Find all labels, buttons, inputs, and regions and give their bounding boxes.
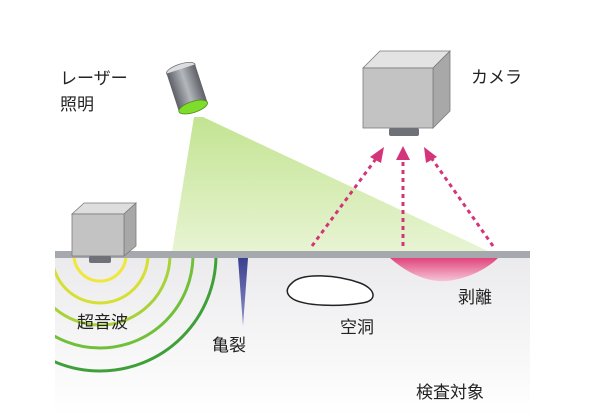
crack-label: 亀裂	[212, 336, 246, 356]
arrow-left-head	[370, 147, 384, 163]
arrow-heads	[370, 146, 437, 163]
ultrasound-label: 超音波	[77, 313, 128, 333]
void-label: 空洞	[340, 318, 374, 338]
surface-line	[55, 251, 530, 258]
arrow-right	[428, 155, 495, 247]
laser-device	[166, 61, 208, 115]
reflection-arrows	[310, 155, 495, 247]
arrow-left	[310, 155, 380, 247]
camera-device	[362, 50, 451, 136]
laser-beam	[172, 117, 490, 252]
ultrasound-probe	[70, 202, 138, 263]
delamination-label: 剥離	[458, 288, 492, 308]
illumination-label: 照明	[60, 95, 94, 115]
crack	[238, 258, 248, 326]
arrow-right-head	[424, 147, 437, 163]
delamination	[390, 258, 498, 282]
void	[286, 275, 374, 307]
ultrasound-waves	[55, 257, 218, 373]
laser-label: レーザー	[60, 69, 128, 89]
inspection-target-label: 検査対象	[416, 383, 484, 403]
arrow-center-head	[396, 146, 410, 160]
camera-label: カメラ	[471, 68, 522, 88]
